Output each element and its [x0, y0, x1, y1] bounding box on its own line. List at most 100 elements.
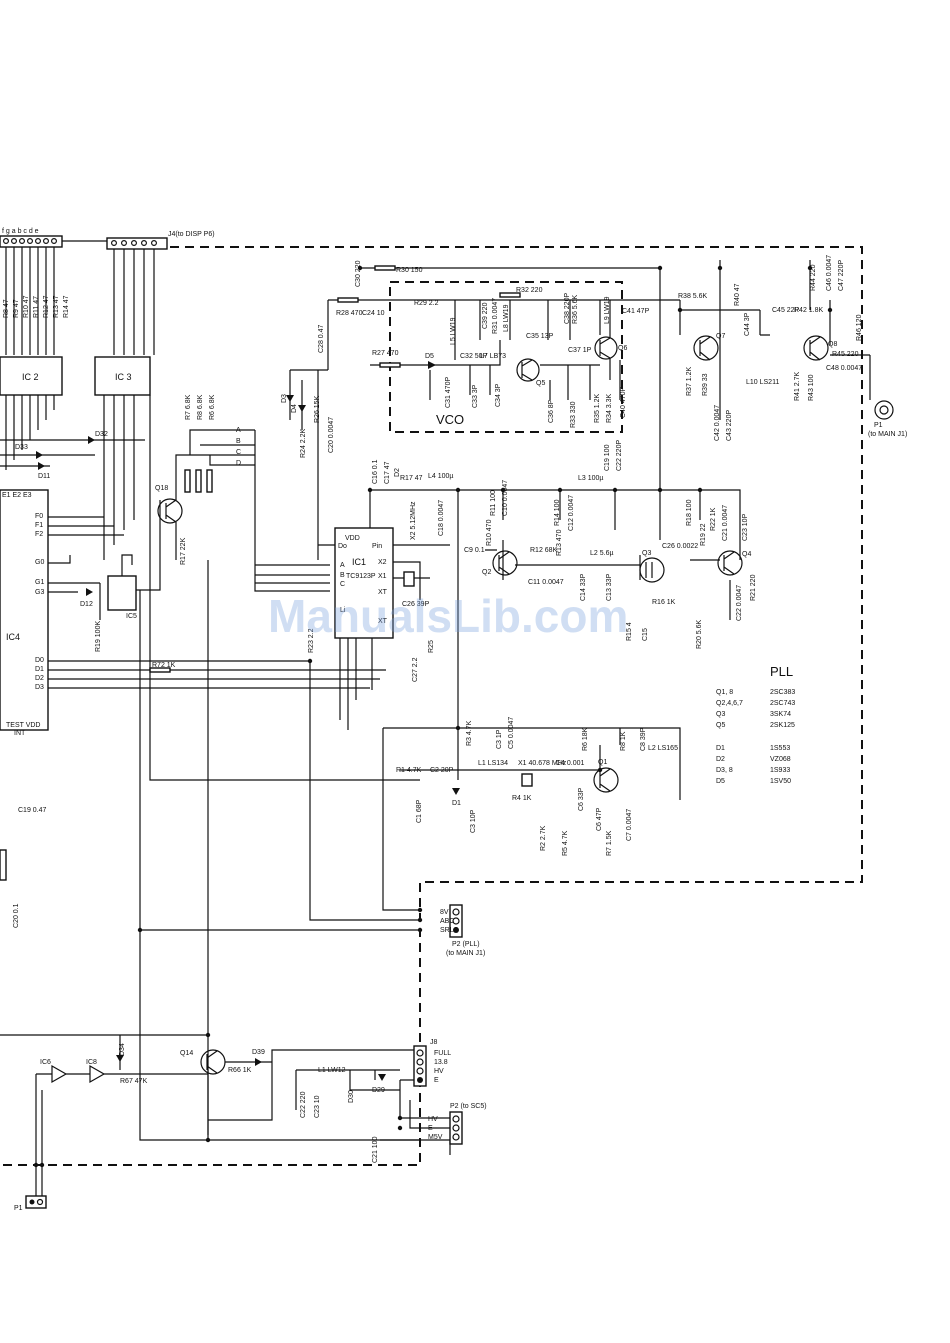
r43-label: R43 100 — [808, 374, 815, 401]
d12-label: D12 — [80, 601, 93, 608]
dt-part-3: 1SV50 — [770, 778, 791, 785]
c22b-label: C22 0.0047 — [736, 585, 743, 621]
q6-label: Q6 — [618, 345, 627, 352]
p2pll-label: P2 (PLL) — [452, 941, 480, 948]
ic1-b: B — [340, 572, 345, 579]
l9-label: L9 LW19 — [604, 296, 611, 324]
r17b-label: R17 22K — [180, 537, 187, 565]
r8-label: R8 6.8K — [197, 394, 204, 420]
d11-label: D11 — [38, 473, 50, 480]
j4-label: J4(to DISP P6) — [168, 231, 215, 238]
ic1-xt: XT — [378, 589, 388, 596]
j4-connector: J4(to DISP P6) — [106, 231, 215, 250]
j8-pin-1: 13.8 — [434, 1059, 448, 1066]
tt-ref-0: Q1, 8 — [716, 689, 733, 696]
ic5-box — [107, 575, 137, 611]
d1-label: D1 — [452, 800, 461, 807]
q14-label: Q14 — [180, 1050, 193, 1057]
c6-label: C6 33P — [578, 787, 585, 811]
c27-label: C27 2.2 — [412, 657, 419, 682]
l2b-label: L2 5.6µ — [590, 550, 614, 557]
j8-connector[interactable]: J8 FULL 13.8 HV E — [413, 1039, 451, 1087]
c13-label: C13 33P — [606, 573, 613, 601]
r25-label: R25 — [428, 640, 435, 653]
p2-pll-connector[interactable]: 8V ABC SRLS P2 (PLL) (to MAIN J1) — [440, 904, 485, 957]
c20-label: C20 0.0047 — [328, 417, 335, 453]
ic4-g0: G0 — [35, 559, 44, 566]
p1-bottom-connector[interactable]: P1 — [14, 1165, 47, 1212]
r11-label: R11 100 — [490, 490, 497, 516]
bus-wires — [5, 240, 155, 355]
q3-transistor: Q3 — [639, 550, 665, 583]
r27-label: R27 470 — [372, 350, 399, 357]
c20b-label: C20 0.1 — [13, 903, 20, 928]
c42-label: C42 0.0047 — [714, 405, 721, 441]
r30-label: R30 150 — [396, 267, 423, 274]
r6-label: R6 6.8K — [209, 394, 216, 420]
ic1-li: Li — [340, 607, 346, 614]
p2sc-pin-2: M5V — [428, 1134, 443, 1141]
p1-label: P1 — [874, 422, 883, 429]
r36-label: R36 5.6K — [572, 294, 579, 324]
ic4-box — [0, 489, 49, 731]
c18-label: C18 0.0047 — [438, 500, 445, 536]
diode-table: D1 1S553 D2 VZ068 D3, 8 1S933 D5 1SV50 — [716, 745, 791, 785]
r19-label: R19 22 — [700, 523, 707, 546]
vco-boundary — [389, 281, 623, 433]
d30-label: D30 — [348, 1090, 355, 1103]
ic1-c: C — [340, 581, 345, 588]
c3-label: C3 1P — [496, 729, 503, 749]
r14-label: R14 100 — [554, 499, 561, 526]
r37-label: R37 1.2K — [686, 366, 693, 396]
c11-label: C11 0.0047 — [528, 579, 564, 586]
ic4-d2: D2 — [35, 675, 44, 682]
d32-label: D32 — [95, 431, 108, 438]
r44-label: R44 220 — [810, 264, 817, 291]
tt-part-1: 2SC743 — [770, 700, 795, 707]
r29-label: R29 2.2 — [414, 300, 439, 307]
ic1-box — [334, 527, 394, 639]
r23-label: R23 2.2 — [308, 628, 315, 653]
q1-label: Q1 — [598, 759, 607, 766]
c40-label: C40 470P — [620, 387, 627, 418]
r41-label: R41 2.7K — [794, 371, 801, 401]
r7b-label: R7 1.5K — [606, 830, 613, 856]
ic2-label: IC 2 — [22, 372, 39, 382]
l10-label: L10 LS211 — [746, 379, 779, 386]
ic4-d1: D1 — [35, 666, 44, 673]
c19b-label: C19 0.47 — [18, 807, 47, 814]
r10-label: R10 47 — [23, 295, 30, 318]
c2-label: C2 20P — [430, 767, 454, 774]
c7-label: C7 0.0047 — [626, 809, 633, 841]
bus-letters: f g a b c d e — [2, 228, 39, 235]
c23b-label: C23 10 — [314, 1095, 321, 1118]
l8-label: L8 LW19 — [503, 304, 510, 332]
tt-part-3: 2SK125 — [770, 722, 795, 729]
c14-label: C14 33P — [580, 573, 587, 601]
d3-label: D3 — [281, 394, 288, 403]
ic1-do: Do — [338, 543, 347, 550]
c22c-label: C22 220 — [300, 1091, 307, 1118]
ic5-label: IC5 — [126, 613, 137, 620]
ic2-box — [0, 356, 63, 396]
r35-label: R35 1.2K — [594, 393, 601, 423]
c10-label: C10 0.0047 — [502, 480, 509, 516]
p1-output-connector[interactable]: P1 (to MAIN J1) — [868, 355, 907, 438]
c36-label: C36 8P — [548, 399, 555, 423]
j8-pin-3: E — [434, 1077, 439, 1084]
p2pll-sub: (to MAIN J1) — [446, 950, 485, 957]
p1-bottom-label: P1 — [14, 1205, 23, 1212]
c35-label: C35 13P — [526, 333, 554, 340]
p2sc-pin-0: HV — [428, 1116, 438, 1123]
j8-label: J8 — [430, 1039, 438, 1046]
transistor-table: Q1, 8 2SC383 Q2,4,6,7 2SC743 Q3 3SK74 Q5… — [716, 689, 795, 729]
r31-label: R31 0.0047 — [492, 298, 499, 334]
c28-label: C28 0.47 — [318, 324, 325, 353]
ic1-label: IC1 — [352, 557, 366, 567]
p2-sc5-connector[interactable]: HV E M5V P2 (to SC5) — [428, 1103, 487, 1145]
r8b-label: R8 1K — [620, 731, 627, 751]
q4-transistor: Q4 — [717, 550, 751, 576]
r45-label: R45 220 — [832, 351, 859, 358]
l4-label: L4 100µ — [428, 473, 453, 480]
ic4-d0: D0 — [35, 657, 44, 664]
